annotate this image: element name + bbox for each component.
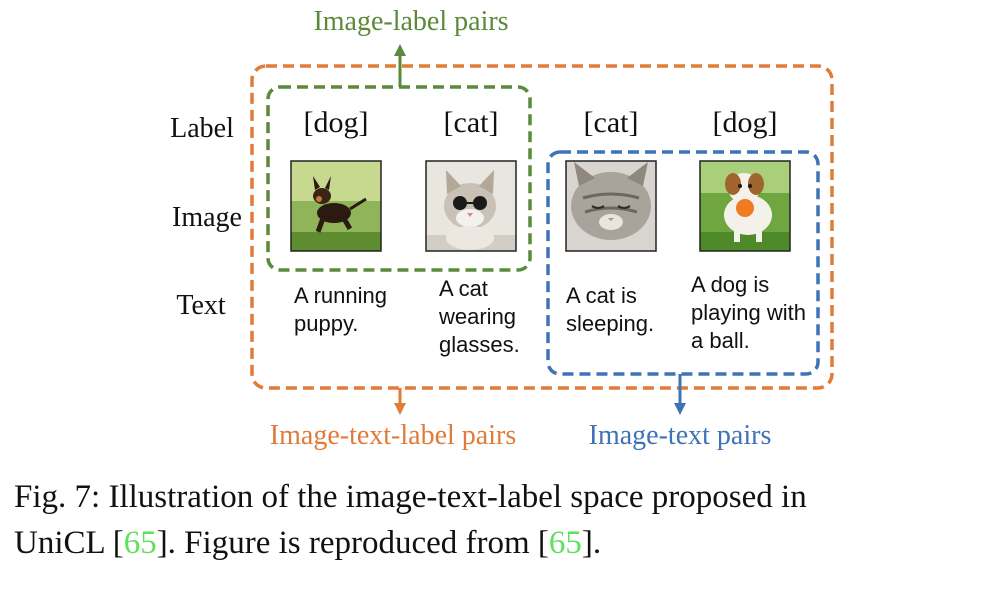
item-text: A dog is playing with a ball. — [691, 272, 812, 353]
item-label: [cat] — [444, 106, 499, 139]
item-text: A running puppy. — [294, 283, 393, 336]
caption-line-2-middle: ]. Figure is reproduced from [ — [156, 525, 549, 561]
item-text: A cat is sleeping. — [566, 283, 654, 336]
caption-line-1: Fig. 7: Illustration of the image-text-l… — [14, 479, 807, 515]
image-text-label-group-box — [250, 64, 834, 390]
dog-with-ball-photo — [700, 161, 790, 251]
image-text-label-arrow — [394, 388, 406, 415]
figure-caption: Fig. 7: Illustration of the image-text-l… — [14, 474, 984, 566]
item-label: [dog] — [304, 106, 369, 139]
item-label: [dog] — [713, 106, 778, 139]
item-text: A cat wearing glasses. — [438, 276, 522, 357]
row-label-text: Text — [176, 290, 226, 321]
image-text-group-box — [546, 150, 820, 376]
citation-link[interactable]: 65 — [123, 525, 157, 561]
image-text-label-title: Image-text-label pairs — [270, 420, 516, 451]
image-text-label-diagram: Image-label pairs Image-text-label pairs… — [170, 6, 834, 451]
image-text-title: Image-text pairs — [589, 420, 772, 451]
image-text-arrow — [674, 374, 686, 415]
sleeping-cat-photo — [566, 161, 656, 251]
running-puppy-photo — [291, 161, 381, 251]
cat-with-glasses-photo — [426, 161, 516, 251]
image-label-arrow — [394, 44, 406, 87]
caption-line-2-start: UniCL [ — [14, 525, 124, 561]
row-label-image: Image — [172, 202, 242, 233]
caption-line-2-end: ]. — [581, 525, 602, 561]
row-label-label: Label — [170, 113, 234, 144]
item-label: [cat] — [584, 106, 639, 139]
citation-link[interactable]: 65 — [548, 525, 582, 561]
image-label-title: Image-label pairs — [313, 6, 508, 37]
